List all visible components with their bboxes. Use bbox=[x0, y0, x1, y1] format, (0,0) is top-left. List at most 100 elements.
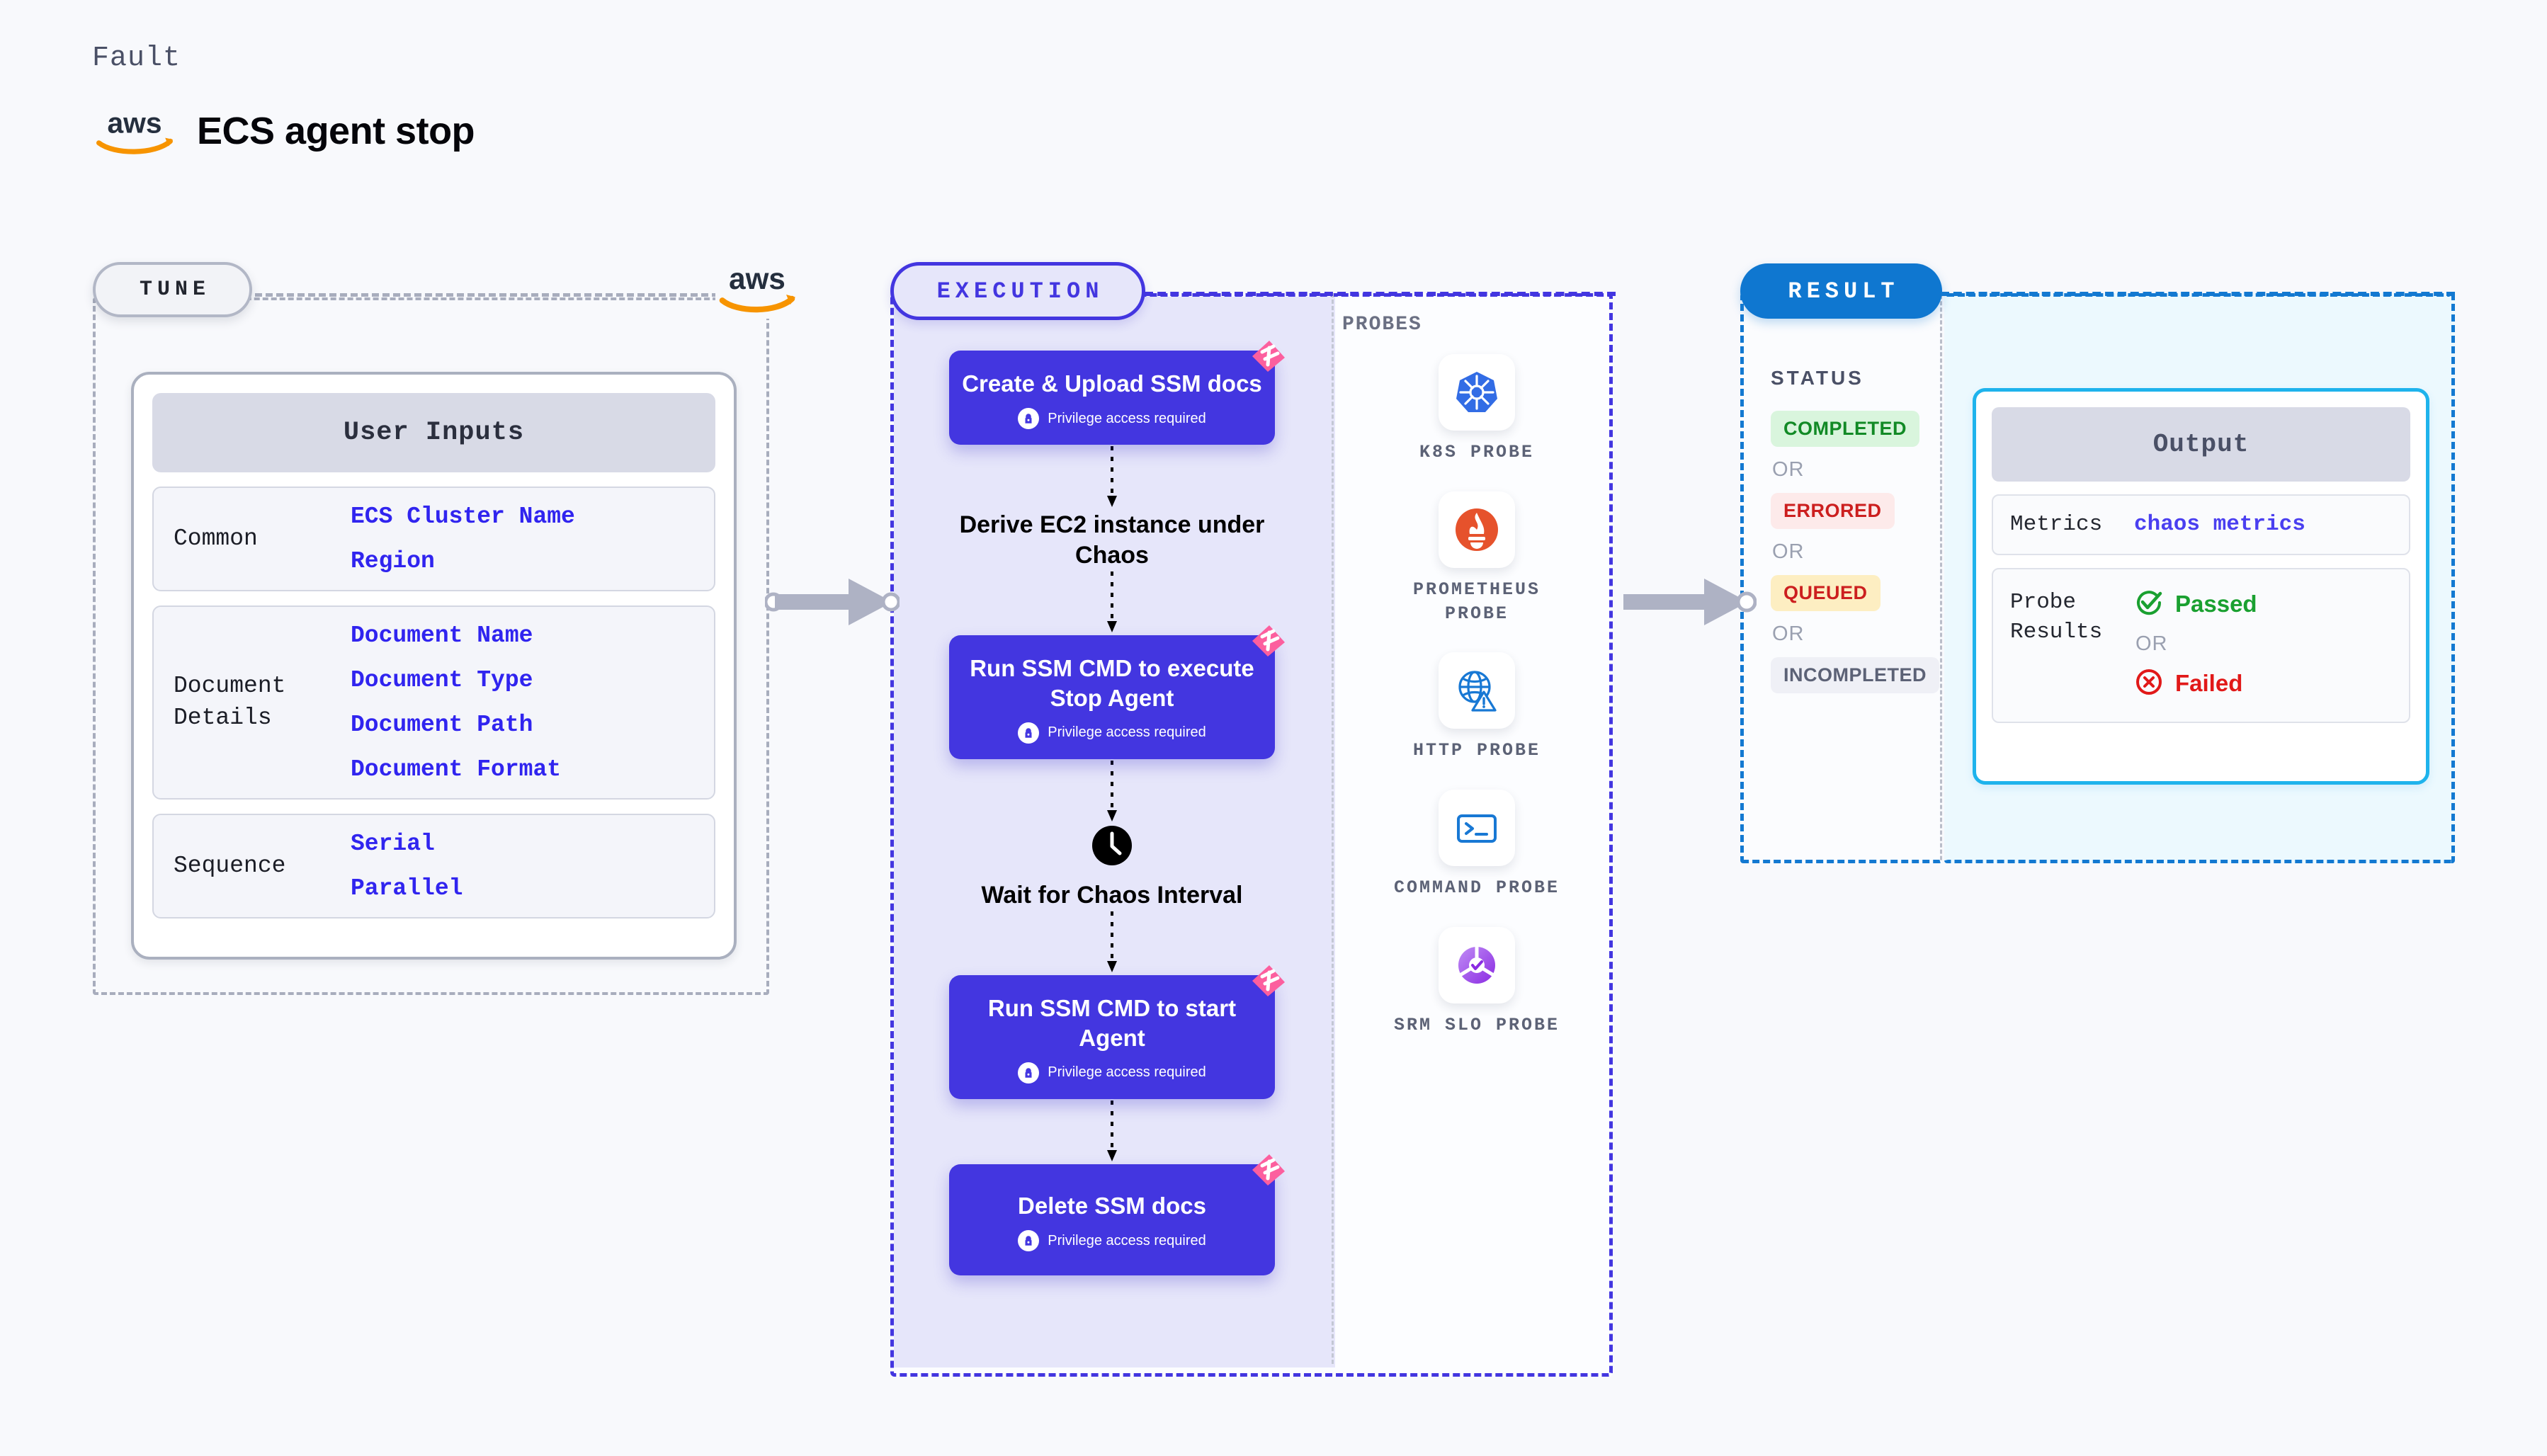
user-inputs-card: User Inputs Common ECS Cluster Name Regi… bbox=[131, 372, 737, 960]
tune-connector-line bbox=[255, 293, 719, 297]
probe-label: K8S PROBE bbox=[1419, 442, 1535, 462]
flow-step-delete-ssm-docs[interactable]: Delete SSM docs Privilege access require… bbox=[949, 1154, 1285, 1275]
status-label: STATUS bbox=[1771, 367, 1864, 389]
x-circle-icon bbox=[2134, 667, 2164, 700]
privilege-row: Privilege access required bbox=[962, 408, 1262, 430]
clock-icon-wrap bbox=[949, 824, 1275, 870]
litmus-badge-icon bbox=[1248, 621, 1288, 658]
tune-pill[interactable]: TUNE bbox=[93, 262, 252, 317]
probes-divider bbox=[1332, 293, 1334, 1364]
probe-label: COMMAND PROBE bbox=[1393, 877, 1560, 898]
privilege-row: Privilege access required bbox=[962, 1062, 1262, 1084]
probes-section-label: PROBES bbox=[1342, 314, 1422, 336]
check-circle-icon bbox=[2134, 588, 2164, 621]
input-group-label: Document Details bbox=[174, 673, 286, 731]
page-title: ECS agent stop bbox=[197, 110, 475, 152]
tune-region bbox=[93, 297, 769, 995]
execution-connector-line bbox=[1145, 292, 1616, 296]
privilege-text: Privilege access required bbox=[1048, 1232, 1206, 1249]
privilege-text: Privilege access required bbox=[1048, 410, 1206, 426]
metrics-value[interactable]: chaos metrics bbox=[2134, 512, 2305, 538]
output-group-metrics: Metrics chaos metrics bbox=[1992, 494, 2410, 555]
input-value[interactable]: Region bbox=[351, 548, 435, 574]
flow-step-run-ssm-cmd-start-agent[interactable]: Run SSM CMD to start Agent Privilege acc… bbox=[949, 965, 1285, 1099]
input-group-label: Sequence bbox=[174, 852, 286, 879]
title-row: aws ECS agent stop bbox=[92, 106, 475, 157]
aws-logo: aws bbox=[92, 106, 177, 157]
input-value[interactable]: ECS Cluster Name bbox=[351, 504, 575, 530]
lock-icon bbox=[1018, 1230, 1040, 1251]
input-value[interactable]: Serial bbox=[351, 831, 435, 857]
flow-step-derive-ec2-instance: Derive EC2 instance under Chaos bbox=[959, 511, 1265, 569]
lock-icon bbox=[1018, 408, 1040, 430]
flow-step-create-upload-ssm-docs[interactable]: Create & Upload SSM docs Privilege acces… bbox=[949, 341, 1285, 445]
metrics-label: Metrics bbox=[2010, 512, 2103, 537]
flow-step-title: Create & Upload SSM docs bbox=[962, 370, 1262, 397]
litmus-badge-icon bbox=[1248, 1150, 1288, 1187]
privilege-text: Privilege access required bbox=[1048, 1064, 1206, 1081]
fault-label: Fault bbox=[92, 42, 181, 74]
flow-step-title: Delete SSM docs bbox=[1018, 1192, 1206, 1219]
flow-connector bbox=[949, 910, 1275, 975]
litmus-badge-icon bbox=[1248, 961, 1288, 998]
lock-icon bbox=[1018, 722, 1040, 744]
or-separator: OR bbox=[1772, 622, 1805, 645]
probe-item-k8s[interactable]: K8S PROBE bbox=[1381, 354, 1572, 465]
lock-icon bbox=[1018, 1062, 1040, 1084]
status-badge-completed: COMPLETED bbox=[1771, 411, 1920, 447]
probe-result-failed: Failed bbox=[2134, 667, 2257, 700]
srm-slo-icon bbox=[1439, 926, 1515, 1003]
status-badge-incompleted: INCOMPLETED bbox=[1771, 657, 1940, 693]
user-inputs-title: User Inputs bbox=[152, 393, 715, 472]
flow-connector bbox=[949, 445, 1275, 510]
input-group-label: Common bbox=[174, 525, 258, 552]
prometheus-icon bbox=[1439, 491, 1515, 568]
output-title: Output bbox=[1992, 407, 2410, 482]
kubernetes-icon bbox=[1439, 354, 1515, 431]
flow-connector bbox=[949, 570, 1275, 635]
execution-flow: Create & Upload SSM docs Privilege acces… bbox=[949, 341, 1285, 1275]
input-value[interactable]: Document Type bbox=[351, 667, 533, 693]
arrow-tune-to-execution bbox=[764, 570, 901, 637]
input-value[interactable]: Document Path bbox=[351, 712, 533, 738]
passed-label: Passed bbox=[2175, 591, 2257, 618]
probe-results-label: Probe Results bbox=[2010, 589, 2103, 644]
probe-label: HTTP PROBE bbox=[1412, 740, 1541, 761]
privilege-text: Privilege access required bbox=[1048, 724, 1206, 741]
privilege-row: Privilege access required bbox=[962, 722, 1262, 744]
probe-item-prometheus[interactable]: PROMETHEUS PROBE bbox=[1381, 491, 1572, 626]
probe-label: SRM SLO PROBE bbox=[1393, 1014, 1560, 1035]
status-badge-errored: ERRORED bbox=[1771, 493, 1895, 529]
litmus-badge-icon bbox=[1248, 336, 1288, 373]
aws-logo: aws bbox=[715, 261, 799, 319]
status-badge-queued: QUEUED bbox=[1771, 575, 1881, 611]
probe-item-srm-slo[interactable]: SRM SLO PROBE bbox=[1381, 926, 1572, 1037]
probe-label: PROMETHEUS PROBE bbox=[1412, 579, 1541, 624]
page-header: Fault aws ECS agent stop bbox=[92, 42, 475, 157]
status-chip-stack: COMPLETED OR ERRORED OR QUEUED OR INCOMP… bbox=[1771, 411, 1940, 693]
input-value[interactable]: Document Name bbox=[351, 622, 533, 649]
output-card: Output Metrics chaos metrics Probe Resul… bbox=[1973, 388, 2429, 785]
terminal-icon bbox=[1439, 790, 1515, 866]
flow-connector bbox=[949, 1099, 1275, 1164]
probe-item-command[interactable]: COMMAND PROBE bbox=[1381, 790, 1572, 900]
result-pill[interactable]: RESULT bbox=[1740, 263, 1942, 319]
input-group-sequence: Sequence Serial Parallel bbox=[152, 814, 715, 918]
or-separator: OR bbox=[1772, 458, 1805, 481]
probe-result-passed: Passed bbox=[2134, 588, 2257, 621]
flow-step-title: Run SSM CMD to execute Stop Agent bbox=[970, 655, 1254, 711]
result-connector-line bbox=[1941, 292, 2455, 296]
probe-item-http[interactable]: HTTP PROBE bbox=[1381, 652, 1572, 763]
input-group-common: Common ECS Cluster Name Region bbox=[152, 487, 715, 591]
execution-pill[interactable]: EXECUTION bbox=[890, 262, 1145, 320]
flow-step-title: Run SSM CMD to start Agent bbox=[987, 995, 1237, 1051]
arrow-execution-to-result bbox=[1622, 570, 1757, 637]
privilege-row: Privilege access required bbox=[962, 1230, 1262, 1251]
flow-step-wait-for-chaos-interval: Wait for Chaos Interval bbox=[981, 881, 1243, 909]
input-value[interactable]: Document Format bbox=[351, 756, 562, 783]
flow-step-run-ssm-cmd-stop-agent[interactable]: Run SSM CMD to execute Stop Agent Privil… bbox=[949, 625, 1285, 759]
input-group-document-details: Document Details Document Name Document … bbox=[152, 605, 715, 800]
input-value[interactable]: Parallel bbox=[351, 875, 463, 902]
probes-list: K8S PROBE PROMETHEUS PROBE bbox=[1381, 354, 1572, 1037]
or-separator: OR bbox=[2135, 632, 2168, 655]
